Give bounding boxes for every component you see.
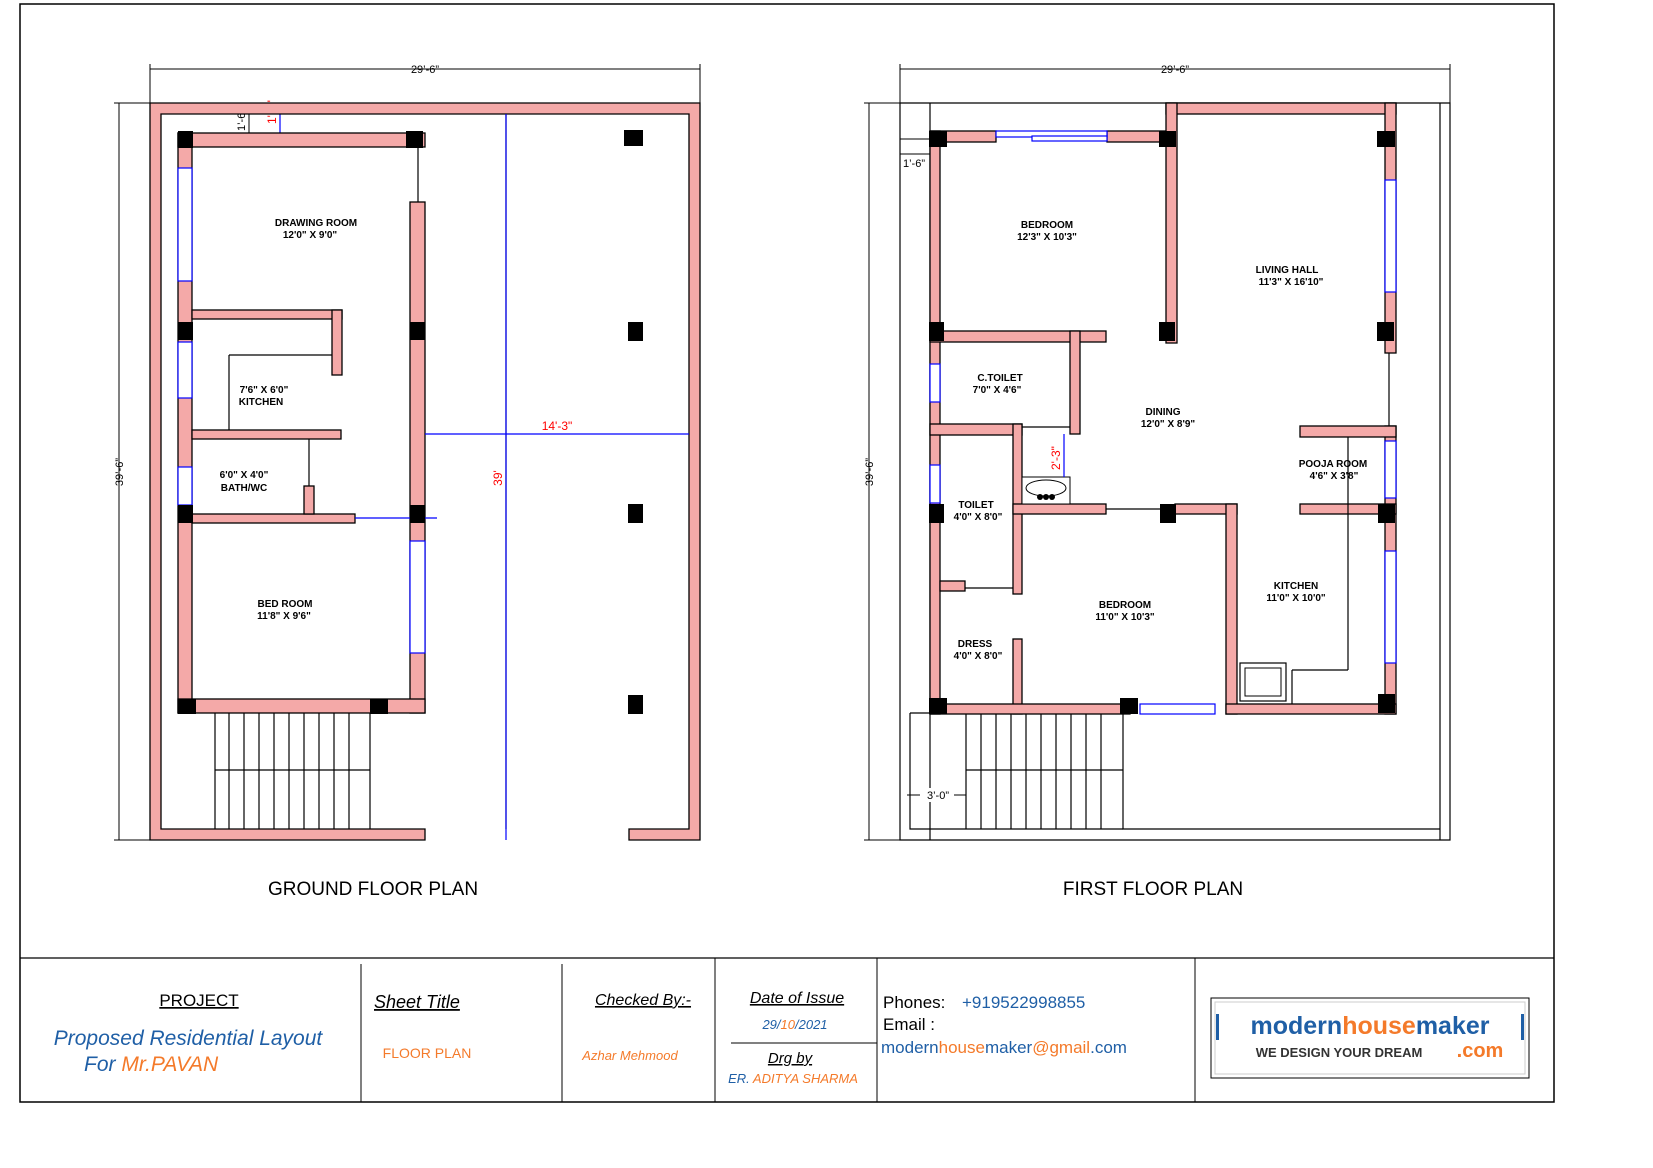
email-part-3: maker	[985, 1038, 1033, 1057]
checked-by-label: Checked By:-	[595, 992, 691, 1009]
checked-by: Azhar Mehmood	[581, 1048, 678, 1063]
logo-part-1: modern	[1251, 1012, 1343, 1040]
logo-wordmark: modernhousemaker	[1251, 1012, 1490, 1040]
room-dress-size: 4'0" X 8'0"	[954, 651, 1003, 662]
first-height-dim: 39’-6”	[864, 458, 876, 486]
room-kitchen-name: KITCHEN	[1274, 581, 1318, 592]
room-bedroom2-size: 11'0" X 10'3"	[1095, 612, 1155, 623]
ground-columns	[178, 130, 643, 714]
ground-staircase	[214, 713, 371, 829]
first-partitions	[965, 353, 1390, 704]
first-floor-title: FIRST FLOOR PLAN	[1063, 879, 1243, 900]
room-drawing-size: 12'0" X 9'0"	[283, 230, 338, 241]
phone-number[interactable]: +919522998855	[962, 993, 1085, 1012]
issue-date-month: 10	[781, 1017, 796, 1032]
first-windows	[929, 130, 1397, 715]
ground-width-dim: 29’-6”	[411, 64, 439, 76]
email-part-4: @gmail	[1032, 1038, 1090, 1057]
drg-label: Drg by	[768, 1050, 814, 1067]
logo-part-3: maker	[1416, 1012, 1490, 1040]
first-floor-plan: 29’-6” 39’-6” 1’-6”	[864, 64, 1451, 900]
project-client: Mr.PAVAN	[121, 1053, 219, 1076]
project-for: For Mr.PAVAN	[84, 1053, 219, 1076]
email-part-1: modern	[881, 1038, 939, 1057]
drg-by: ER. ADITYA SHARMA	[728, 1071, 858, 1086]
email-label: Email :	[883, 1015, 935, 1034]
room-drawing-name: DRAWING ROOM	[275, 218, 357, 229]
ground-span-dims: 14'-3" 39'	[425, 114, 689, 840]
ground-partitions	[228, 114, 507, 829]
first-wall-dim: 1’-6”	[903, 158, 925, 170]
room-ctoilet-name: C.TOILET	[977, 373, 1022, 384]
phones-label: Phones:	[883, 993, 945, 1012]
issue-date-day: 29/	[761, 1017, 781, 1032]
issue-date-year: /2021	[794, 1017, 828, 1032]
ground-boundary-walls	[149, 102, 701, 841]
logo-tld: .com	[1457, 1040, 1504, 1062]
company-logo: modernhousemaker WE DESIGN YOUR DREAM .c…	[1210, 997, 1530, 1079]
date-label: Date of Issue	[750, 990, 844, 1007]
room-ctoilet-size: 7'0" X 4'6"	[973, 385, 1022, 396]
logo-part-2: house	[1342, 1012, 1416, 1040]
drg-prefix: ER.	[728, 1071, 753, 1086]
ground-span-vertical: 39'	[491, 470, 505, 486]
project-name: Proposed Residential Layout	[54, 1027, 324, 1050]
first-room-labels: BEDROOM 12'3" X 10'3" LIVING HALL 11'3" …	[954, 220, 1368, 662]
sheet-title: FLOOR PLAN	[383, 1045, 472, 1061]
ground-height-dim: 39’-6”	[114, 458, 126, 486]
first-red-dim: 2'-3"	[1049, 446, 1063, 470]
room-bed-name: BED ROOM	[258, 599, 313, 610]
room-kitchen-size: 7'6" X 6'0"	[240, 385, 289, 396]
ground-room-labels: DRAWING ROOM 12'0" X 9'0" 7'6" X 6'0" KI…	[220, 218, 357, 622]
project-label: PROJECT	[159, 991, 238, 1010]
first-stair-dim: 3’-0”	[927, 790, 949, 802]
title-block: PROJECT Proposed Residential Layout For …	[20, 957, 1554, 1102]
project-for-prefix: For	[84, 1053, 121, 1076]
ground-floor-plan: 29’-6” 39’-6” 1’-6” 1'-6"	[114, 64, 701, 900]
issue-date: 29/10/2021	[761, 1017, 827, 1032]
room-toilet-size: 4'0" X 8'0"	[954, 512, 1003, 523]
room-dress-name: DRESS	[958, 639, 993, 650]
room-bath-size: 6'0" X 4'0"	[220, 470, 269, 481]
ground-dimensions: 29’-6” 39’-6” 1’-6” 1'-6"	[114, 64, 701, 841]
room-living-name: LIVING HALL	[1256, 265, 1319, 276]
drg-name: ADITYA SHARMA	[752, 1071, 858, 1086]
room-bath-name: BATH/WC	[221, 483, 267, 494]
ground-house-walls	[177, 132, 426, 714]
first-width-dim: 29’-6”	[1161, 64, 1189, 76]
first-dimensions: 29’-6” 39’-6” 1’-6”	[864, 64, 1451, 841]
sheet-border	[19, 3, 1555, 1103]
email-part-5: .com	[1090, 1038, 1127, 1057]
room-dining-size: 12'0" X 8'9"	[1141, 419, 1196, 430]
room-kitchen-name: KITCHEN	[239, 397, 283, 408]
room-bedroom2-name: BEDROOM	[1099, 600, 1151, 611]
ground-span-horizontal: 14'-3"	[542, 419, 573, 433]
room-pooja-name: POOJA ROOM	[1299, 459, 1368, 470]
sheet-title-label: Sheet Title	[374, 992, 460, 1012]
room-pooja-size: 4'6" X 3'8"	[1310, 471, 1359, 482]
room-kitchen-size: 11'0" X 10'0"	[1266, 593, 1326, 604]
logo-tagline: WE DESIGN YOUR DREAM	[1256, 1045, 1423, 1060]
first-staircase: 3’-0”	[907, 714, 1123, 829]
ground-floor-title: GROUND FLOOR PLAN	[268, 879, 478, 900]
email-address[interactable]: modernhousemaker@gmail.com	[881, 1038, 1127, 1057]
first-columns	[929, 131, 1395, 714]
room-bedroom1-size: 12'3" X 10'3"	[1017, 232, 1077, 243]
room-dining-name: DINING	[1146, 407, 1181, 418]
room-toilet-name: TOILET	[958, 500, 993, 511]
email-part-2: house	[939, 1038, 985, 1057]
room-bedroom1-name: BEDROOM	[1021, 220, 1073, 231]
room-bed-size: 11'8" X 9'6"	[257, 611, 311, 622]
room-living-size: 11'3" X 16'10"	[1259, 277, 1324, 288]
